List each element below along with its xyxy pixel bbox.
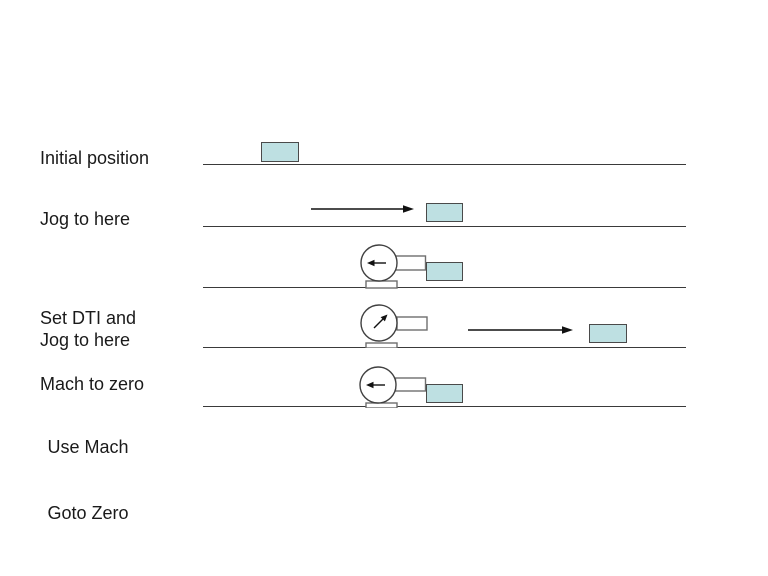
jog-right-arrow-icon-2 — [468, 326, 573, 334]
label-set-dti: Set DTI and Mach to zero — [40, 263, 144, 439]
baseline-row-2 — [203, 226, 686, 227]
workpiece-block-row-1 — [261, 142, 299, 162]
dti-needle-ne — [373, 318, 384, 329]
label-use-mach-line2: Goto Zero — [47, 503, 129, 523]
dti-base — [365, 342, 398, 348]
dti-plunger — [394, 377, 427, 392]
label-use-mach-line1: Use Mach — [47, 437, 129, 457]
workpiece-block-row-2 — [426, 203, 463, 222]
baseline-row-5 — [203, 406, 686, 407]
label-use-mach: Use Mach Goto Zero — [40, 392, 136, 568]
dti-plunger — [396, 316, 428, 331]
workpiece-block-row-3 — [426, 262, 463, 281]
label-set-dti-line2: Mach to zero — [40, 374, 145, 394]
workpiece-block-row-5 — [426, 384, 463, 403]
dial-indicator-icon-row-4 — [360, 304, 428, 348]
dial-indicator-icon-row-5 — [359, 366, 427, 408]
jog-right-arrow-icon — [311, 205, 414, 213]
baseline-row-3 — [203, 287, 686, 288]
dti-base — [365, 280, 398, 289]
baseline-row-1 — [203, 164, 686, 165]
label-jog-to-here-1: Jog to here — [40, 209, 131, 229]
baseline-row-4 — [203, 347, 686, 348]
dti-base — [365, 402, 398, 408]
dti-needle-head — [366, 381, 374, 389]
label-set-dti-line1: Set DTI and — [40, 308, 137, 328]
label-jog-to-here-2: Jog to here — [40, 330, 131, 350]
workpiece-block-row-4 — [589, 324, 627, 343]
dial-indicator-icon-row-3 — [360, 244, 427, 289]
label-initial-position: Initial position — [40, 148, 150, 168]
dti-needle-head — [367, 259, 375, 267]
dti-plunger — [394, 255, 427, 271]
dti-needle-head — [380, 314, 388, 322]
